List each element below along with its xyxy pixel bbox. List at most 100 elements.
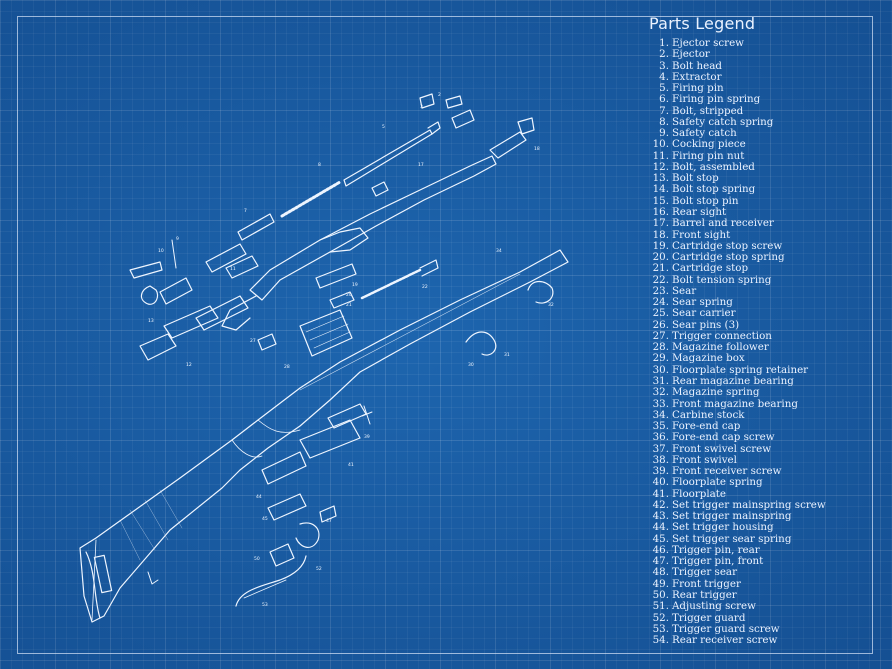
legend-item-number: 40. — [652, 476, 669, 489]
legend-item-label: Front trigger — [672, 577, 741, 590]
magazine-and-trigger-parts — [258, 182, 553, 356]
legend-item-number: 19. — [652, 239, 669, 252]
legend-item-number: 1. — [659, 37, 669, 49]
legend-item-number: 34. — [652, 408, 669, 421]
legend-item: 19.Cartridge stop screw — [649, 239, 879, 252]
legend-item-number: 11. — [652, 149, 669, 162]
legend-item: 30.Floorplate spring retainer — [649, 363, 879, 376]
legend-item-number: 53. — [652, 622, 669, 635]
legend-item-label: Fore-end cap — [672, 420, 741, 433]
legend-item: 33.Front magazine bearing — [649, 397, 879, 410]
legend-item-label: Cocking piece — [672, 138, 746, 151]
legend-item-label: Bolt, stripped — [672, 104, 744, 117]
legend-item: 23.Sear — [649, 285, 879, 297]
legend-item-label: Set trigger sear spring — [672, 532, 792, 545]
legend-item: 28.Magazine follower — [649, 341, 879, 354]
legend-item: 50.Rear trigger — [649, 589, 879, 602]
svg-text:3: 3 — [420, 104, 423, 110]
legend-item-label: Trigger guard — [672, 611, 746, 624]
legend-item: 32.Magazine spring — [649, 386, 879, 399]
svg-text:45: 45 — [262, 516, 268, 522]
svg-text:21: 21 — [346, 302, 352, 308]
legend-item-label: Extractor — [672, 70, 722, 83]
legend-item: 51.Adjusting screw — [649, 601, 879, 613]
legend-item-label: Safety catch spring — [672, 115, 774, 128]
legend-item-label: Rear receiver screw — [672, 634, 778, 647]
legend-item-label: Bolt stop pin — [672, 194, 739, 207]
legend-item: 47.Trigger pin, front — [649, 555, 879, 568]
legend-item-number: 52. — [652, 611, 669, 624]
legend-item-label: Safety catch — [672, 127, 737, 140]
legend-item: 42.Set trigger mainspring screw — [649, 498, 879, 511]
legend-item-label: Magazine spring — [672, 386, 760, 399]
legend-item-label: Trigger guard screw — [672, 622, 780, 635]
legend-item: 40.Floorplate spring — [649, 476, 879, 489]
legend-item-label: Barrel and receiver — [672, 217, 774, 230]
legend-item-number: 26. — [652, 318, 669, 331]
legend-item: 9.Safety catch — [649, 127, 879, 140]
bolt-parts — [130, 94, 474, 360]
legend-item: 6.Firing pin spring — [649, 93, 879, 106]
legend-item-label: Fore-end cap screw — [672, 431, 775, 444]
carbine-stock — [80, 250, 568, 622]
legend-item-number: 14. — [652, 183, 669, 196]
legend-item-number: 49. — [652, 577, 669, 590]
legend-item-label: Front swivel — [672, 453, 737, 466]
legend-item-number: 42. — [652, 498, 669, 511]
legend-item: 34.Carbine stock — [649, 408, 879, 421]
legend-item: 12.Bolt, assembled — [649, 161, 879, 173]
svg-text:39: 39 — [364, 434, 370, 440]
legend-item-number: 39. — [652, 465, 669, 478]
legend-item-number: 16. — [652, 205, 669, 218]
legend-item: 45.Set trigger sear spring — [649, 532, 879, 545]
legend-item: 16.Rear sight — [649, 205, 879, 218]
legend-item-number: 17. — [652, 217, 669, 230]
svg-text:12: 12 — [186, 362, 192, 368]
legend-item-number: 37. — [652, 442, 669, 455]
legend-item-number: 29. — [652, 352, 669, 365]
legend-item-label: Trigger pin, front — [672, 555, 764, 568]
legend-item-number: 21. — [652, 262, 669, 275]
legend-item: 15.Bolt stop pin — [649, 194, 879, 207]
legend-item-number: 6. — [659, 93, 669, 106]
svg-text:47: 47 — [326, 518, 332, 524]
legend-item: 35.Fore-end cap — [649, 420, 879, 433]
legend-item: 25.Sear carrier — [649, 308, 879, 320]
legend-item: 1.Ejector screw — [649, 37, 879, 49]
legend-item-number: 22. — [652, 273, 669, 286]
legend-item-number: 43. — [652, 510, 669, 523]
legend-item-number: 3. — [659, 59, 669, 72]
legend-item-label: Firing pin nut — [672, 149, 745, 162]
legend-item-number: 10. — [652, 138, 669, 151]
legend-item-label: Floorplate — [672, 487, 727, 500]
legend-item-label: Magazine box — [672, 352, 745, 365]
legend-item-label: Floorplate spring retainer — [672, 363, 809, 376]
legend-item: 31.Rear magazine bearing — [649, 375, 879, 387]
legend-item-label: Sear spring — [672, 296, 733, 309]
legend-item-number: 47. — [652, 555, 669, 568]
legend-item-label: Magazine follower — [672, 341, 769, 354]
legend-item-label: Ejector — [672, 48, 710, 61]
legend-item-number: 15. — [652, 194, 669, 207]
legend-item-label: Front magazine bearing — [672, 397, 798, 410]
barrel-and-receiver — [222, 118, 534, 330]
legend-item-number: 5. — [659, 82, 669, 95]
legend-item-label: Rear trigger — [672, 589, 737, 602]
legend-item-label: Cartridge stop spring — [672, 251, 785, 264]
legend-title: Parts Legend — [649, 14, 756, 33]
legend-item-label: Set trigger mainspring screw — [672, 498, 826, 511]
legend-item: 52.Trigger guard — [649, 611, 879, 624]
legend-item-number: 44. — [652, 521, 669, 534]
svg-text:19: 19 — [352, 282, 358, 288]
legend-item-label: Front receiver screw — [672, 465, 782, 478]
legend-item-label: Cartridge stop — [672, 262, 749, 275]
svg-text:53: 53 — [262, 602, 268, 608]
svg-text:31: 31 — [504, 352, 510, 358]
legend-item: 13.Bolt stop — [649, 172, 879, 185]
legend-item-number: 13. — [652, 172, 669, 185]
legend-item-label: Trigger connection — [672, 329, 772, 342]
svg-text:27: 27 — [250, 338, 256, 344]
